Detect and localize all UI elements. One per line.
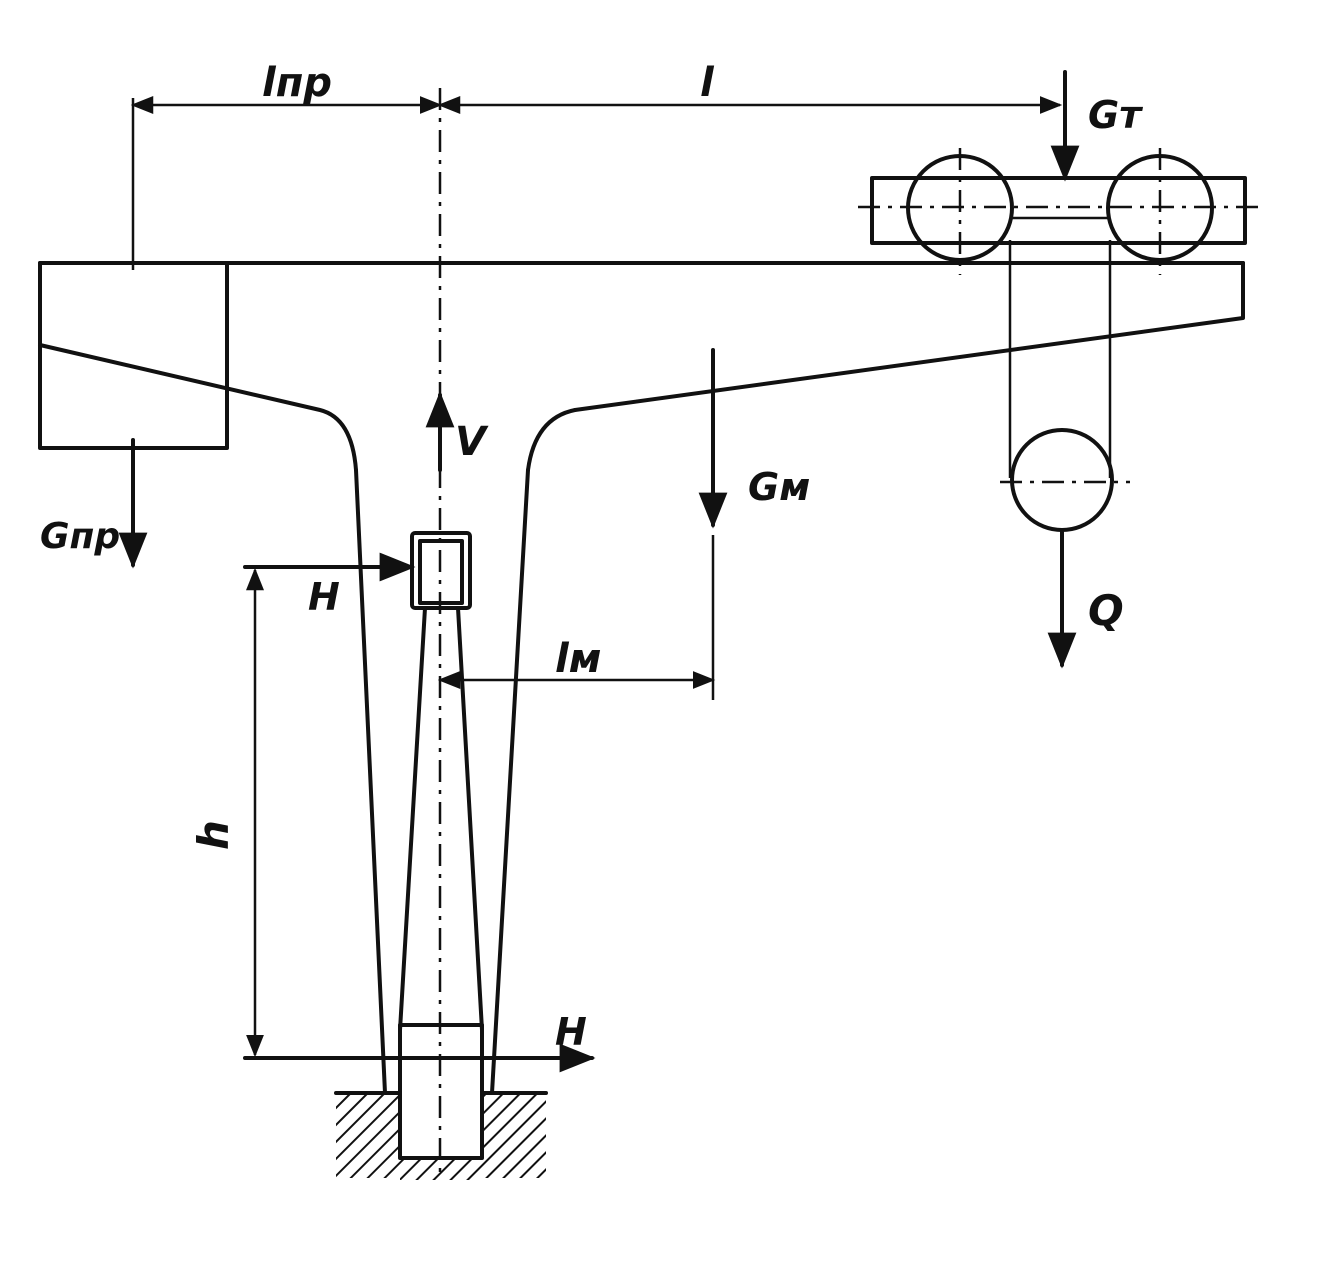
hook-block (1000, 240, 1130, 669)
force-Gm (437, 348, 728, 700)
foundation (334, 1091, 548, 1180)
label-V: V (455, 419, 489, 465)
label-l: l (700, 60, 715, 106)
label-h: h (189, 820, 238, 850)
dimension-lines-top (130, 96, 1063, 270)
label-l-m: lм (555, 636, 601, 682)
label-l-pr: lпр (262, 60, 332, 106)
label-H-bottom: H (555, 1010, 587, 1054)
label-Q: Q (1088, 586, 1124, 635)
trolley (858, 148, 1262, 275)
label-Gm: Gм (748, 465, 810, 509)
jib-beam (38, 261, 1245, 472)
column (354, 468, 530, 1095)
label-H-top: H (308, 575, 340, 619)
counterweight (38, 261, 229, 450)
label-Gpr: Gпр (40, 516, 120, 557)
label-Gt: Gт (1088, 93, 1143, 137)
